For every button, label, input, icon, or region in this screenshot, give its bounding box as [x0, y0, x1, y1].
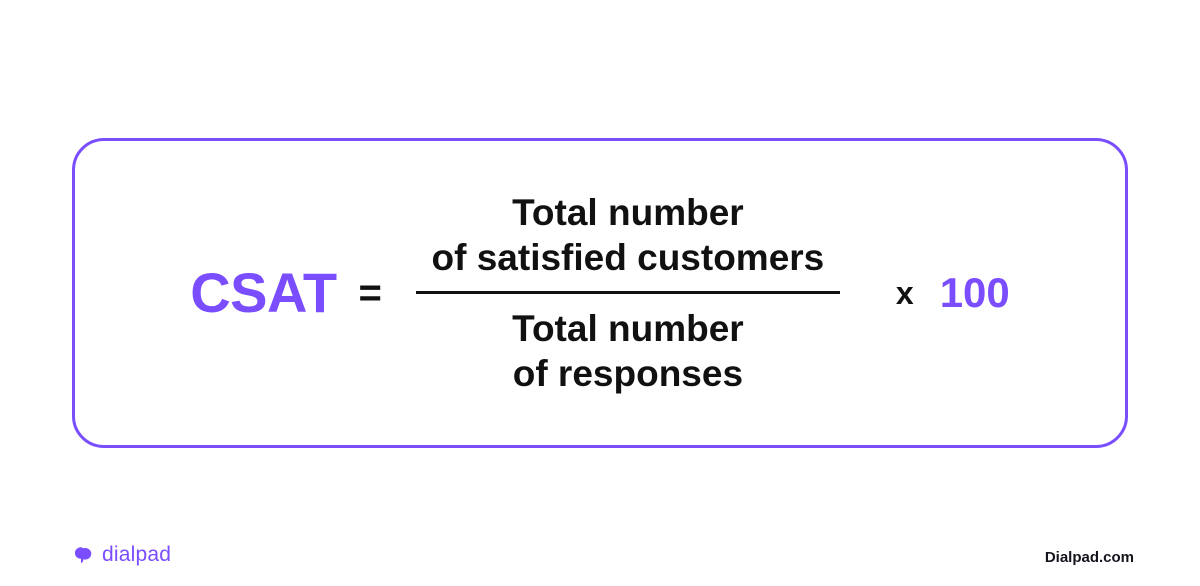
dialpad-url: Dialpad.com — [1044, 549, 1134, 566]
dialpad-logo: dialpad — [72, 544, 171, 565]
multiply-sign: x — [895, 275, 914, 311]
formula-metric-label: CSAT — [190, 261, 337, 324]
denominator-line-1: Total number — [512, 307, 744, 349]
multiplier-value: 100 — [939, 269, 1010, 316]
formula-fraction: Total number of satisfied customers Tota… — [415, 190, 840, 396]
formula-expression: CSAT = Total number of satisfied custome… — [75, 141, 1125, 445]
numerator-line-2: of satisfied customers — [431, 237, 825, 279]
denominator-line-2: of responses — [512, 352, 744, 394]
fraction-denominator: Total number of responses — [512, 294, 744, 396]
equals-sign: = — [358, 271, 382, 315]
fraction-bar — [415, 290, 840, 294]
fraction-numerator: Total number of satisfied customers — [432, 190, 825, 290]
dialpad-chat-bubble-icon — [74, 546, 92, 563]
numerator-line-1: Total number — [512, 192, 744, 234]
dialpad-wordmark: dialpad — [102, 543, 172, 566]
csat-formula-card: CSAT = Total number of satisfied custome… — [72, 138, 1128, 448]
